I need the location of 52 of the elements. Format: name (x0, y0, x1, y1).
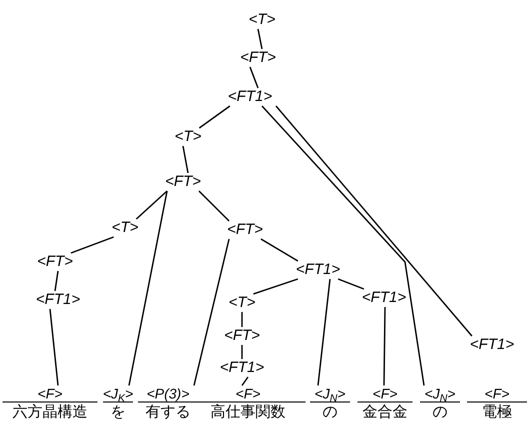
category-label: <FT1> (226, 88, 274, 106)
word-label: の (420, 402, 460, 422)
category-label: <FT1> (294, 261, 342, 279)
tree-branch (241, 376, 249, 386)
category-label: <FT> (222, 327, 262, 345)
tree-branch (383, 307, 386, 386)
category-label: <FT1> (360, 289, 408, 307)
category-label: <J$_{N}$> (424, 386, 456, 402)
tree-branch (193, 238, 230, 386)
word-label: 有する (138, 402, 198, 422)
category-label: <T> (172, 128, 204, 146)
word-label: 六方晶構造 (2, 402, 98, 422)
tree-branch (136, 190, 168, 220)
word-label: 電極 (467, 402, 527, 422)
word-label: の (310, 402, 350, 422)
category-label: <F> (38, 386, 62, 402)
tree-branch (241, 312, 243, 327)
tree-branch (257, 28, 263, 50)
tree-branch (253, 278, 298, 295)
category-label: <T> (226, 294, 258, 312)
category-label: <FT> (35, 253, 75, 271)
tree-branch (128, 190, 168, 386)
category-label: <FT1> (218, 359, 266, 377)
category-label: <F> (484, 386, 510, 402)
tree-branch (260, 238, 298, 262)
tree-branch (249, 66, 259, 88)
word-label: 金合金 (358, 402, 412, 422)
tree-branch (275, 106, 472, 336)
tree-branch (241, 345, 243, 359)
category-label: <FT> (225, 221, 265, 239)
tree-branch (261, 106, 425, 386)
category-label: <F> (372, 386, 398, 402)
category-label: <FT1> (468, 336, 516, 354)
category-label: <J$_{K}$> (102, 386, 134, 402)
word-label: 高仕事関数 (190, 402, 306, 422)
word-label: を (103, 402, 133, 422)
category-label: <P(3)> (146, 386, 190, 402)
tree-branch (54, 270, 59, 292)
tree-branch (198, 105, 230, 129)
category-label: <T> (110, 219, 140, 237)
tree-branch (198, 190, 230, 222)
category-label: <FT> (163, 173, 203, 191)
category-label: <FT1> (34, 291, 82, 309)
category-label: <FT> (238, 49, 278, 67)
tree-branch (317, 278, 331, 386)
tree-branch (70, 236, 114, 254)
tree-branch (49, 308, 59, 386)
category-label: <F> (236, 386, 260, 402)
category-label: <J$_{N}$> (314, 386, 346, 402)
tree-branch (182, 146, 189, 174)
category-label: <T> (246, 11, 278, 29)
tree-branch (338, 278, 364, 290)
